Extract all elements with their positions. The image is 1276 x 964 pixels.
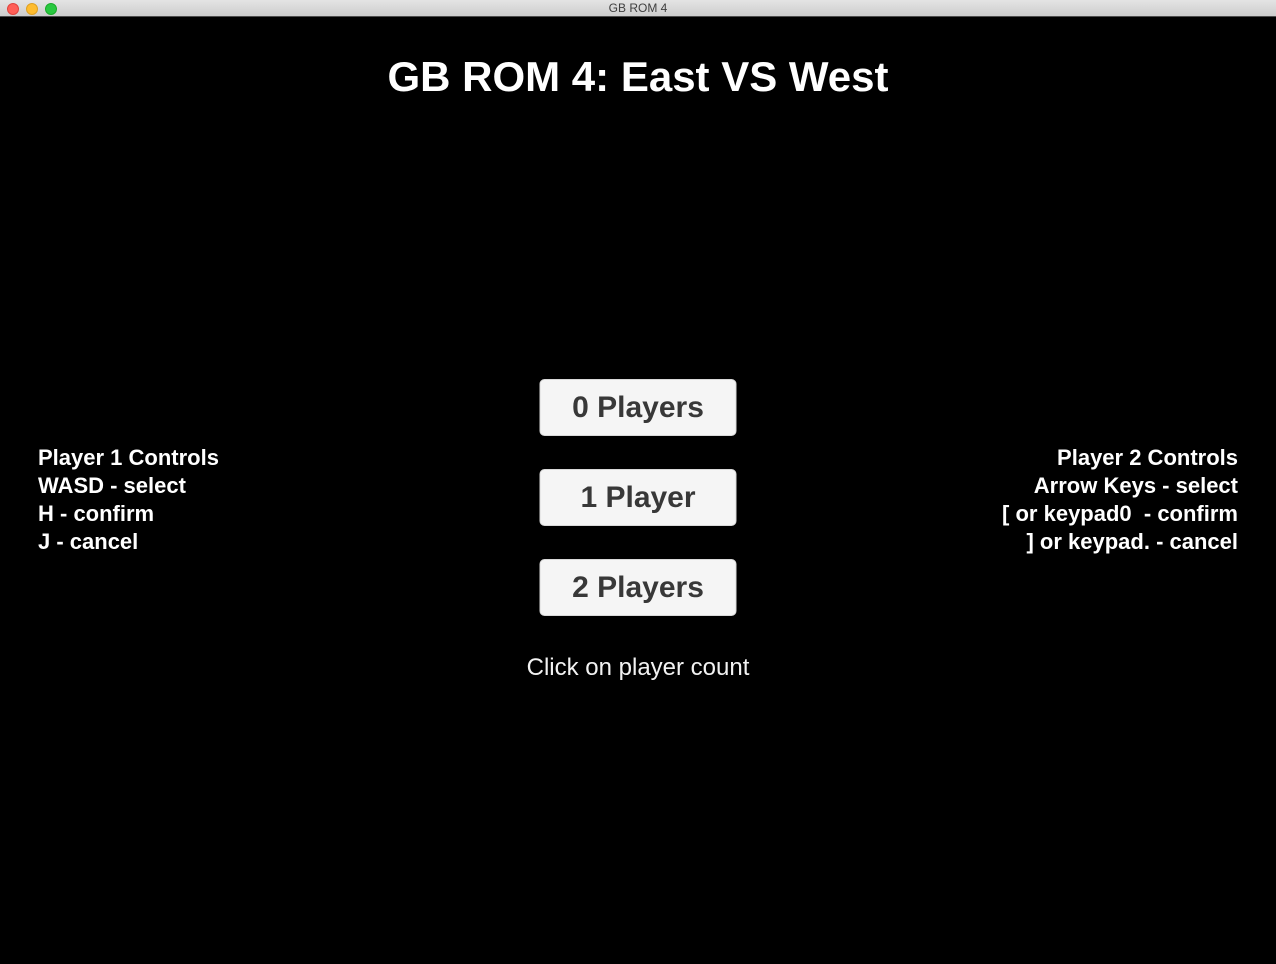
player1-select-hint: WASD - select: [38, 473, 186, 498]
game-screen: GB ROM 4: East VS West 0 Players 1 Playe…: [0, 17, 1276, 964]
player1-controls: Player 1 Controls WASD - select H - conf…: [38, 444, 219, 556]
player-count-hint: Click on player count: [526, 654, 750, 681]
player1-confirm-hint: H - confirm: [38, 501, 155, 526]
traffic-lights: [7, 0, 57, 17]
close-button[interactable]: [7, 2, 19, 15]
window-titlebar[interactable]: GB ROM 4: [0, 0, 1276, 17]
player2-controls-heading: Player 2 Controls: [1057, 445, 1238, 470]
players-0-button[interactable]: 0 Players: [539, 379, 737, 436]
players-1-button[interactable]: 1 Player: [539, 469, 737, 526]
game-title: GB ROM 4: East VS West: [387, 53, 889, 100]
window-title: GB ROM 4: [608, 1, 668, 15]
player1-controls-heading: Player 1 Controls: [38, 445, 219, 470]
player2-controls: Player 2 Controls Arrow Keys - select [ …: [1002, 444, 1238, 556]
player2-cancel-hint: ] or keypad. - cancel: [1026, 529, 1238, 554]
players-2-button[interactable]: 2 Players: [539, 559, 737, 616]
player2-confirm-hint: [ or keypad0 - confirm: [1002, 501, 1238, 526]
player1-cancel-hint: J - cancel: [38, 529, 139, 554]
player2-select-hint: Arrow Keys - select: [1033, 473, 1238, 498]
zoom-button[interactable]: [45, 2, 57, 15]
minimize-button[interactable]: [26, 2, 38, 15]
